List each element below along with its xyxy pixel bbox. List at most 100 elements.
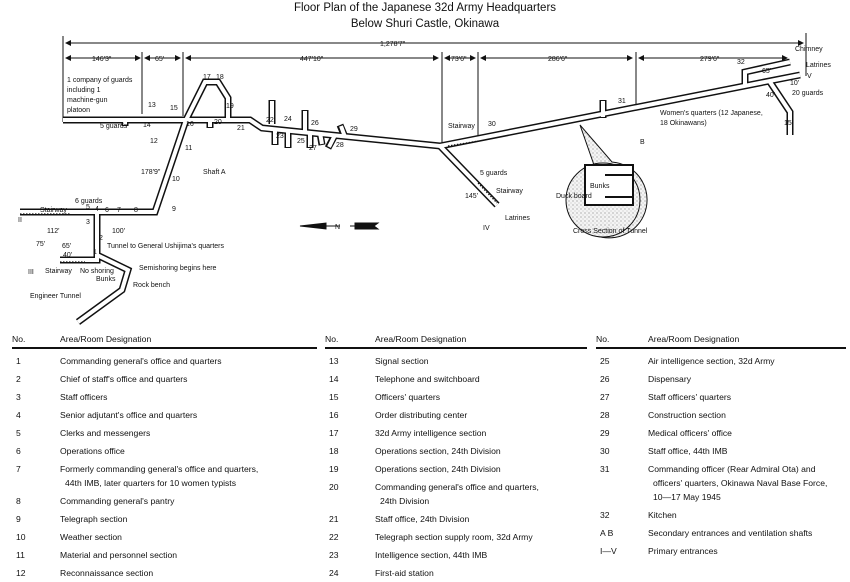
room-designation: Signal section bbox=[375, 356, 429, 366]
room-number: 9 bbox=[16, 514, 21, 524]
label-n13: 13 bbox=[148, 102, 156, 109]
room-number: 26 bbox=[600, 374, 610, 384]
room-designation: Weather section bbox=[60, 532, 122, 542]
stairway-marks bbox=[447, 140, 479, 147]
diagram-labels: 1,278'7"146'3"65'447'10"73'6"286'6"279'6… bbox=[18, 41, 831, 300]
label-entrance-b: B bbox=[640, 139, 645, 146]
room-designation: Staff office, 44th IMB bbox=[648, 446, 728, 456]
label-n18: 18 bbox=[216, 74, 224, 81]
room-number: 17 bbox=[329, 428, 339, 438]
label-n19: 19 bbox=[226, 103, 234, 110]
label-semishoring: Semishoring begins here bbox=[139, 265, 217, 272]
label-n10: 10 bbox=[172, 176, 180, 183]
label-entrance-v: V bbox=[807, 73, 812, 80]
room-number: 30 bbox=[600, 446, 610, 456]
label-n9: 9 bbox=[172, 206, 176, 213]
room-designation: Commanding officer (Rear Admiral Ota) an… bbox=[648, 464, 816, 474]
label-guards6: 6 guards bbox=[75, 198, 103, 205]
room-number: 12 bbox=[16, 568, 26, 578]
room-number: 8 bbox=[16, 496, 21, 506]
legend-column-1: No.Area/Room Designation 1 Commanding gene… bbox=[12, 334, 317, 582]
label-cross-section: Cross Section of Tunnel bbox=[573, 228, 648, 235]
floor-plan-diagram: 1,278'7"146'3"65'447'10"73'6"286'6"279'6… bbox=[18, 33, 831, 325]
room-number: A B bbox=[600, 528, 614, 538]
room-number: 25 bbox=[600, 356, 610, 366]
label-n29: 29 bbox=[350, 126, 358, 133]
room-designation: Staff office, 24th Division bbox=[375, 514, 470, 524]
room-designation: Officers' quarters bbox=[375, 392, 441, 402]
legend-header: No.Area/Room Designation bbox=[12, 334, 317, 349]
room-designation: Formerly commanding general's office and… bbox=[60, 464, 259, 474]
room-designation: Material and personnel section bbox=[60, 550, 178, 560]
label-guards-company-3: machine-gun bbox=[67, 97, 108, 104]
room-number: 1 bbox=[16, 356, 21, 366]
label-guards5a: 5 guards bbox=[100, 123, 128, 130]
room-designation: Primary entrances bbox=[648, 546, 718, 556]
label-n20: 20 bbox=[214, 119, 222, 126]
label-n23: 23 bbox=[276, 133, 284, 140]
label-engineer-tunnel: Engineer Tunnel bbox=[30, 293, 81, 300]
tunnels bbox=[20, 58, 801, 325]
label-dim-100: 100' bbox=[112, 228, 125, 235]
label-n26: 26 bbox=[311, 120, 319, 127]
header-no: No. bbox=[12, 334, 26, 344]
legend-row: 9 Telegraph section bbox=[12, 510, 317, 528]
label-n17: 17 bbox=[203, 74, 211, 81]
legend-header: No.Area/Room Designation bbox=[596, 334, 846, 349]
room-designation: Telegraph section bbox=[60, 514, 128, 524]
room-designation: Operations office bbox=[60, 446, 125, 456]
label-dim-146: 146'3" bbox=[92, 56, 112, 63]
label-entrance-iv: IV bbox=[483, 225, 490, 232]
header-designation: Area/Room Designation bbox=[648, 334, 740, 344]
room-designation: Order distributing center bbox=[375, 410, 468, 420]
label-n31: 31 bbox=[618, 98, 626, 105]
room-designation: Senior adjutant's office and quarters bbox=[60, 410, 198, 420]
room-number: 31 bbox=[600, 464, 610, 474]
room-designation: First-aid station bbox=[375, 568, 434, 578]
label-n5: 5 bbox=[86, 204, 90, 211]
label-dim-112: 112' bbox=[47, 228, 60, 235]
label-no-shoring: No shoring bbox=[80, 268, 114, 275]
room-number: 3 bbox=[16, 392, 21, 402]
room-designation-cont: 24th Division bbox=[380, 496, 430, 506]
room-number: 22 bbox=[329, 532, 339, 542]
cross-section-inset bbox=[565, 124, 648, 239]
room-designation-cont: 44th IMB, later quarters for 10 women ty… bbox=[65, 478, 236, 488]
room-number: 2 bbox=[16, 374, 21, 384]
label-shaft-a: Shaft A bbox=[203, 169, 226, 176]
room-designation-cont: officers' quarters, Okinawa Naval Base F… bbox=[653, 478, 828, 488]
legend-row: 1 Commanding general's office and quarter… bbox=[12, 352, 317, 370]
room-designation: Medical officers' office bbox=[648, 428, 732, 438]
page-subtitle: Below Shuri Castle, Okinawa bbox=[350, 18, 500, 30]
room-number: 23 bbox=[329, 550, 339, 560]
legend-row: 12 Reconnaissance section bbox=[12, 564, 317, 582]
room-designation: Commanding general's office and quarters… bbox=[375, 482, 539, 492]
label-dim-286: 286'6" bbox=[548, 56, 568, 63]
room-number: 24 bbox=[329, 568, 339, 578]
legend-row: 29 Medical officers' office bbox=[596, 424, 846, 442]
room-designation: Commanding general's office and quarters bbox=[60, 356, 222, 366]
label-bunks: Bunks bbox=[96, 276, 116, 283]
legend-row: 30 Staff office, 44th IMB bbox=[596, 442, 846, 460]
room-designation: Reconnaissance section bbox=[60, 568, 154, 578]
label-stairway4: Stairway bbox=[496, 188, 523, 195]
label-chimney: Chimney bbox=[795, 46, 823, 53]
label-dim-10: 10' bbox=[790, 80, 799, 87]
label-stairway2: Stairway bbox=[45, 268, 72, 275]
label-bunks-cs: Bunks bbox=[590, 183, 610, 190]
room-number: 29 bbox=[600, 428, 610, 438]
